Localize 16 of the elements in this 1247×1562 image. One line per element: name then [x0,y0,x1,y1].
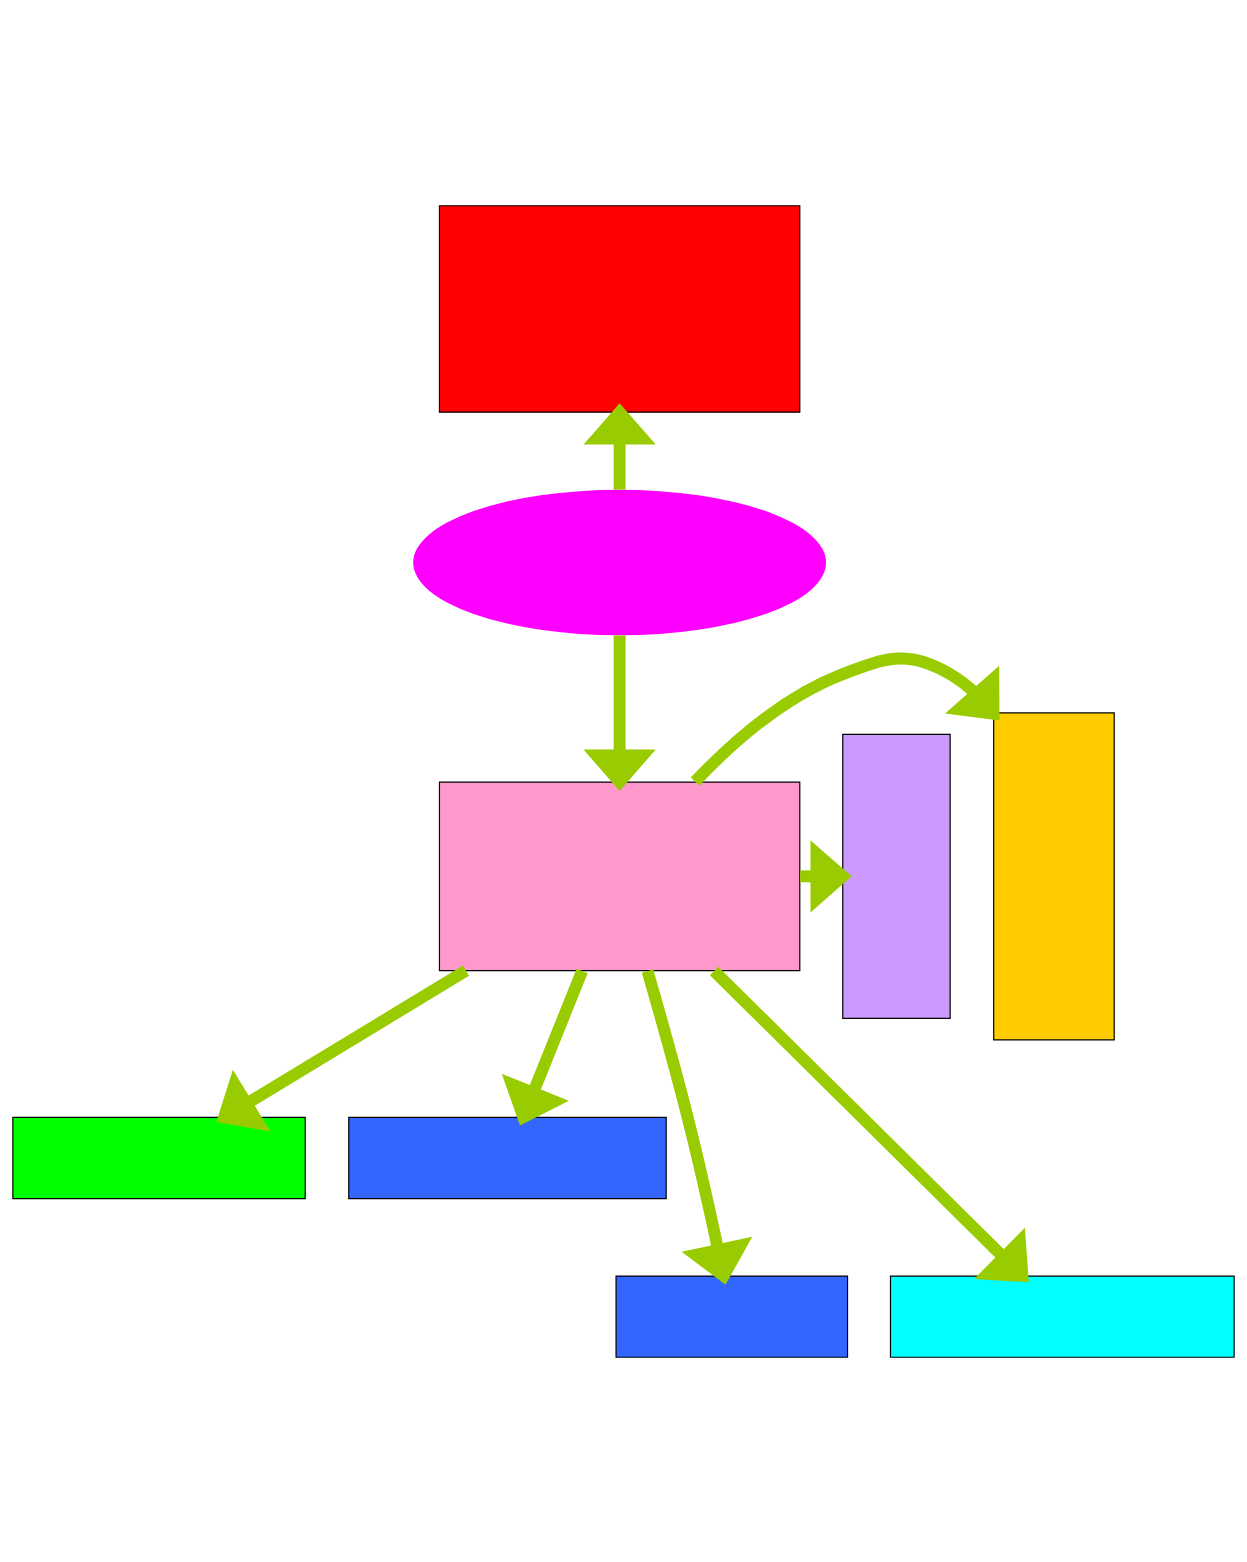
node-box [348,1116,667,1199]
node-box [889,1275,1235,1358]
node-ellipse [413,489,827,635]
node-box [12,1116,306,1199]
arrow [501,968,588,1126]
node-box [993,711,1115,1040]
arrow [709,966,1029,1282]
arrow [583,635,656,791]
arrow [583,402,656,490]
node-wave [438,781,801,971]
arrow [690,652,1000,786]
node-box [842,733,951,1019]
arrow [216,965,470,1131]
arrow [641,969,753,1285]
node-box [615,1275,849,1358]
node-wave [438,204,801,413]
